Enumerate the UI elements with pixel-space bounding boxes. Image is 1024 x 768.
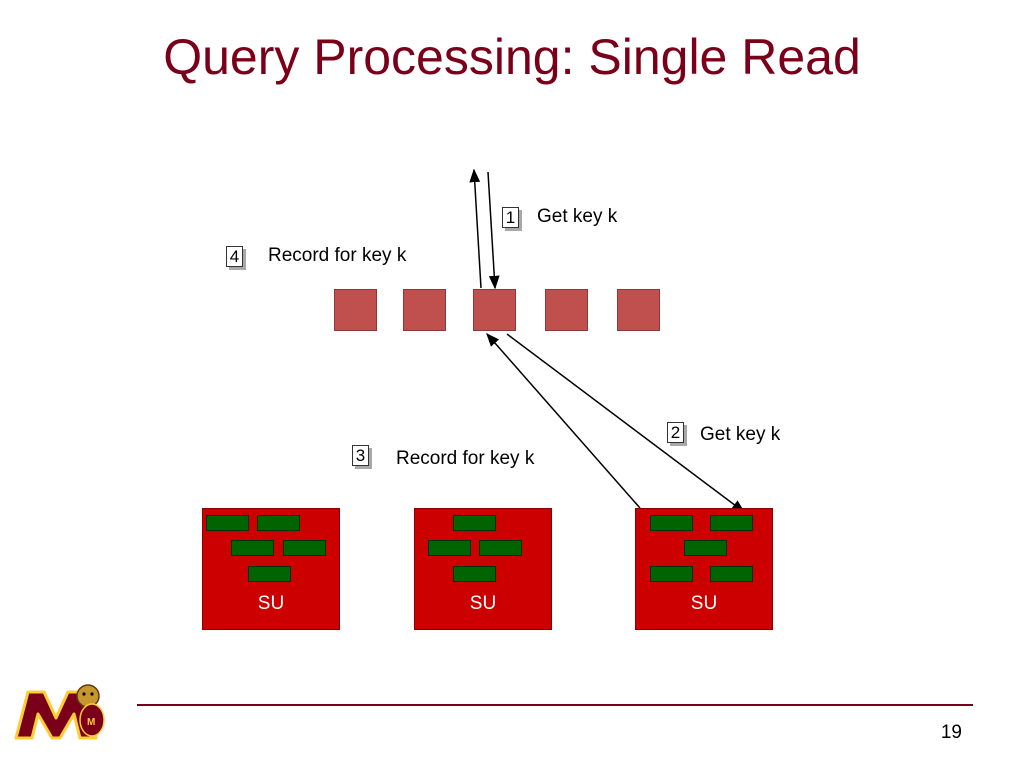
record-block (710, 515, 753, 531)
record-block (479, 540, 522, 556)
router-node (334, 289, 377, 331)
record-block (453, 515, 496, 531)
record-block (428, 540, 471, 556)
record-block (257, 515, 300, 531)
step-badge-2: 2 (667, 422, 684, 443)
storage-unit: SU (202, 508, 340, 630)
arrow-router-to-su (506, 333, 746, 513)
step-label-1: Get key k (537, 206, 618, 227)
page-number: 19 (940, 722, 962, 743)
storage-unit: SU (635, 508, 773, 630)
record-block (248, 566, 291, 582)
footer-rule (137, 704, 973, 706)
router-node (545, 289, 588, 331)
storage-unit-label: SU (690, 593, 718, 614)
step-label-4: Record for key k (268, 245, 407, 266)
arrow-response-out (469, 168, 482, 289)
step-label-2: Get key k (700, 424, 781, 445)
step-label-3: Record for key k (396, 448, 535, 469)
arrow-su-to-router (486, 332, 641, 509)
record-block (650, 515, 693, 531)
router-node (617, 289, 660, 331)
storage-unit: SU (414, 508, 552, 630)
record-block (650, 566, 693, 582)
storage-unit-label: SU (257, 593, 285, 614)
record-block (283, 540, 326, 556)
arrow-request-in (487, 171, 500, 290)
router-node (403, 289, 446, 331)
record-block (684, 540, 727, 556)
university-m-mascot-icon: M (14, 676, 114, 749)
record-block (710, 566, 753, 582)
router-node-active (473, 289, 516, 331)
step-badge-3: 3 (352, 445, 369, 466)
record-block (453, 566, 496, 582)
record-block (231, 540, 274, 556)
record-block (206, 515, 249, 531)
step-badge-4: 4 (226, 246, 243, 267)
svg-text:M: M (87, 717, 95, 728)
storage-unit-label: SU (469, 593, 497, 614)
slide-title: Query Processing: Single Read (163, 29, 861, 85)
step-badge-1: 1 (502, 207, 519, 228)
